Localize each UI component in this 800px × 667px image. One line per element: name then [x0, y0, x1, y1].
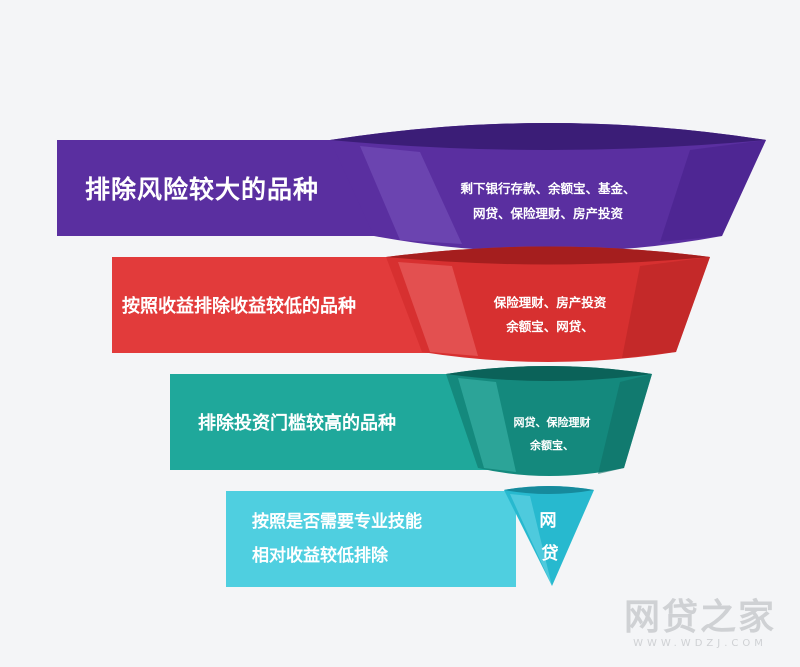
funnel-segment-3: 网贷、保险理财 余额宝、: [446, 366, 652, 476]
funnel-1-line-2: 网贷、保险理财、房产投资: [473, 206, 624, 221]
watermark-sub-text: WWW.WDZJ.COM: [633, 638, 767, 649]
level-2-label: 按照收益排除收益较低的品种: [122, 296, 356, 317]
watermark-main-text: 网贷之家: [623, 597, 776, 638]
funnel-2-line-1: 保险理财、房产投资: [493, 295, 607, 310]
level-4-label-line-2: 相对收益较低排除: [252, 546, 388, 566]
funnel-segment-2: 保险理财、房产投资 余额宝、网贷、: [386, 246, 710, 362]
funnel-3-line-1: 网贷、保险理财: [514, 415, 591, 429]
level-3-band: 排除投资门槛较高的品种: [170, 374, 490, 470]
funnel-segment-1: 剩下银行存款、余额宝、基金、 网贷、保险理财、房产投资: [330, 123, 766, 252]
level-4-band: 按照是否需要专业技能 相对收益较低排除: [226, 491, 516, 587]
funnel-1-line-1: 剩下银行存款、余额宝、基金、: [460, 181, 635, 196]
level-4-label-line-1: 按照是否需要专业技能: [252, 512, 422, 532]
funnel-2-line-2: 余额宝、网贷、: [505, 319, 594, 334]
funnel-segment-4: 网 贷: [504, 486, 594, 586]
funnel-4-line-1: 网: [540, 511, 557, 531]
funnel-4-line-2: 贷: [542, 543, 559, 564]
funnel-3-line-2: 余额宝、: [529, 438, 574, 452]
level-1-label: 排除风险较大的品种: [85, 175, 320, 204]
watermark-logo: 网贷之家 WWW.WDZJ.COM: [624, 588, 776, 649]
level-3-label: 排除投资门槛较高的品种: [198, 413, 396, 434]
